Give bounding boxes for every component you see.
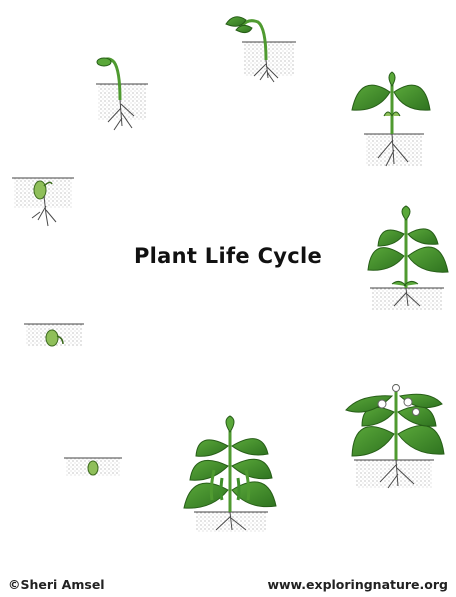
- diagram-title: Plant Life Cycle: [0, 244, 456, 268]
- stage-young-plant: [352, 72, 430, 166]
- stage-flowering-plant: [346, 384, 444, 488]
- stage-seed: [64, 458, 122, 476]
- stage-fruiting-plant: [184, 416, 276, 532]
- stage-seedling-hook: [96, 58, 148, 130]
- stage-seed-with-root: [12, 178, 74, 226]
- website-text: www.exploringnature.org: [267, 577, 448, 592]
- stage-germinating-seed: [24, 324, 84, 346]
- stage-seedling-emerging: [226, 17, 296, 82]
- credit-text: ©Sheri Amsel: [8, 577, 105, 592]
